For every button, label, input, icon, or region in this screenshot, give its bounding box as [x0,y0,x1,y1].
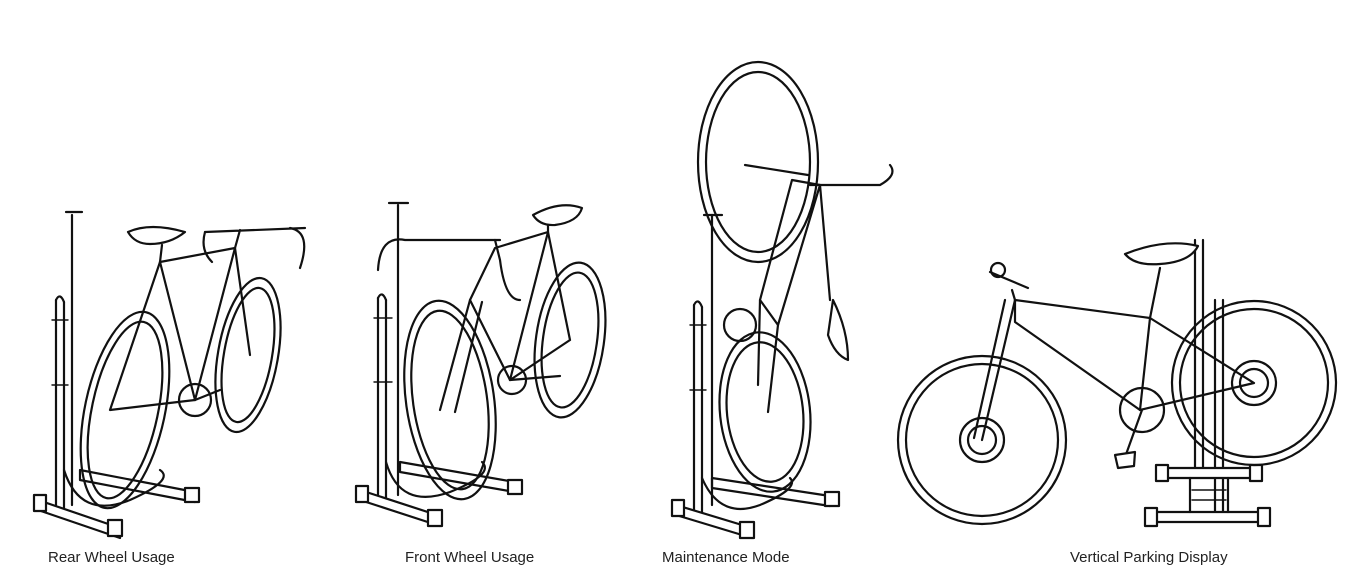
road-bike-3-vertical [696,60,894,493]
panel-front-wheel-usage [354,201,607,528]
bike-stand-4 [1143,238,1272,528]
bike-stand-1 [32,210,201,540]
road-bike-1 [79,225,307,510]
bike-stand-3 [670,213,841,540]
caption-rear-wheel-usage: Rear Wheel Usage [48,549,175,566]
caption-front-wheel-usage: Front Wheel Usage [405,549,535,566]
mountain-bike [896,242,1338,526]
bike-stand-2 [354,201,524,528]
caption-vertical-parking-display: Vertical Parking Display [1070,549,1228,566]
panel-rear-wheel-usage [32,210,307,540]
panel-maintenance-mode [670,60,894,540]
panel-vertical-parking-display [896,238,1338,528]
road-bike-2 [376,204,607,501]
caption-maintenance-mode: Maintenance Mode [662,549,790,566]
